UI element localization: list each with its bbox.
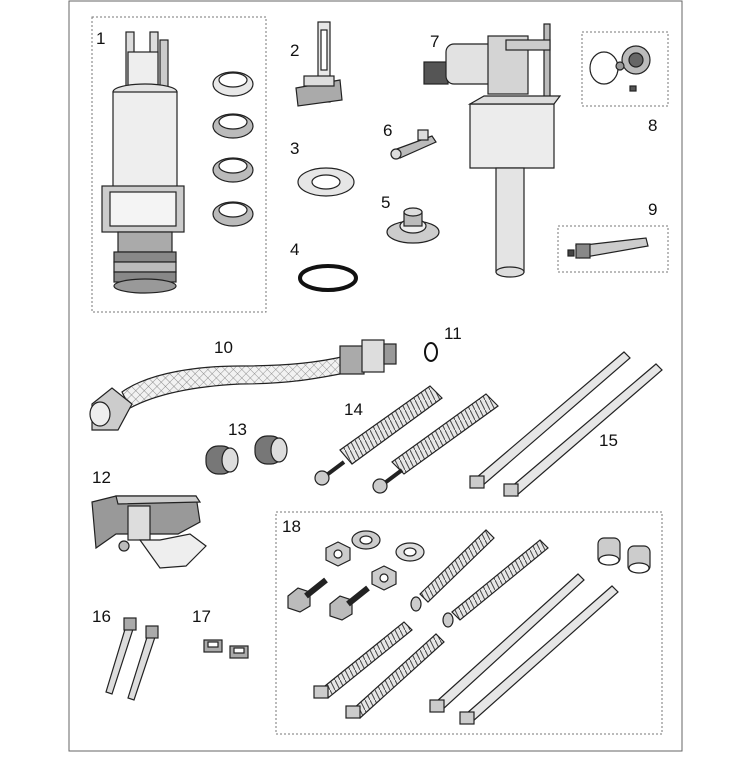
flush-valve-drawing — [101, 31, 185, 294]
spacer-rings-drawing — [212, 71, 254, 227]
part-label-3: 3 — [290, 139, 300, 158]
fill-valve-drawing — [423, 23, 562, 278]
part-label-7: 7 — [430, 32, 440, 51]
hardware-kit-drawing — [287, 529, 651, 725]
lever-drawing — [390, 129, 437, 160]
part-label-15: 15 — [599, 431, 618, 450]
clip-drawing — [295, 21, 343, 107]
part-label-13: 13 — [228, 420, 247, 439]
spring-rods-drawing — [314, 385, 499, 494]
part-label-9: 9 — [648, 200, 658, 219]
part-label-16: 16 — [92, 607, 111, 626]
caps-drawing — [205, 435, 288, 475]
group-box-1 — [91, 16, 267, 313]
part-label-8: 8 — [648, 116, 658, 135]
outer-frame — [68, 0, 683, 752]
part-label-17: 17 — [192, 607, 211, 626]
part-label-12: 12 — [92, 468, 111, 487]
seal-kit-drawing — [589, 45, 651, 92]
small-clips-drawing — [203, 639, 249, 659]
part-label-14: 14 — [344, 400, 363, 419]
straps-drawing — [105, 617, 159, 701]
bracket-drawing — [91, 495, 207, 569]
part-label-18: 18 — [282, 517, 301, 536]
part-label-6: 6 — [383, 121, 393, 140]
part-label-5: 5 — [381, 193, 391, 212]
part-label-11: 11 — [444, 324, 462, 343]
group-box-9 — [557, 225, 669, 273]
part-label-1: 1 — [96, 29, 106, 48]
float-arm-drawing — [567, 237, 649, 259]
long-rods-drawing — [469, 351, 663, 497]
part-label-2: 2 — [290, 41, 300, 60]
washer-drawing — [297, 167, 355, 197]
group-box-18 — [275, 511, 663, 735]
seal-plug-drawing — [386, 207, 440, 244]
part-label-10: 10 — [214, 338, 233, 357]
braided-hose-drawing — [89, 339, 397, 431]
small-o-ring-drawing — [424, 342, 438, 362]
part-label-4: 4 — [290, 240, 300, 259]
o-ring-drawing — [298, 264, 358, 292]
